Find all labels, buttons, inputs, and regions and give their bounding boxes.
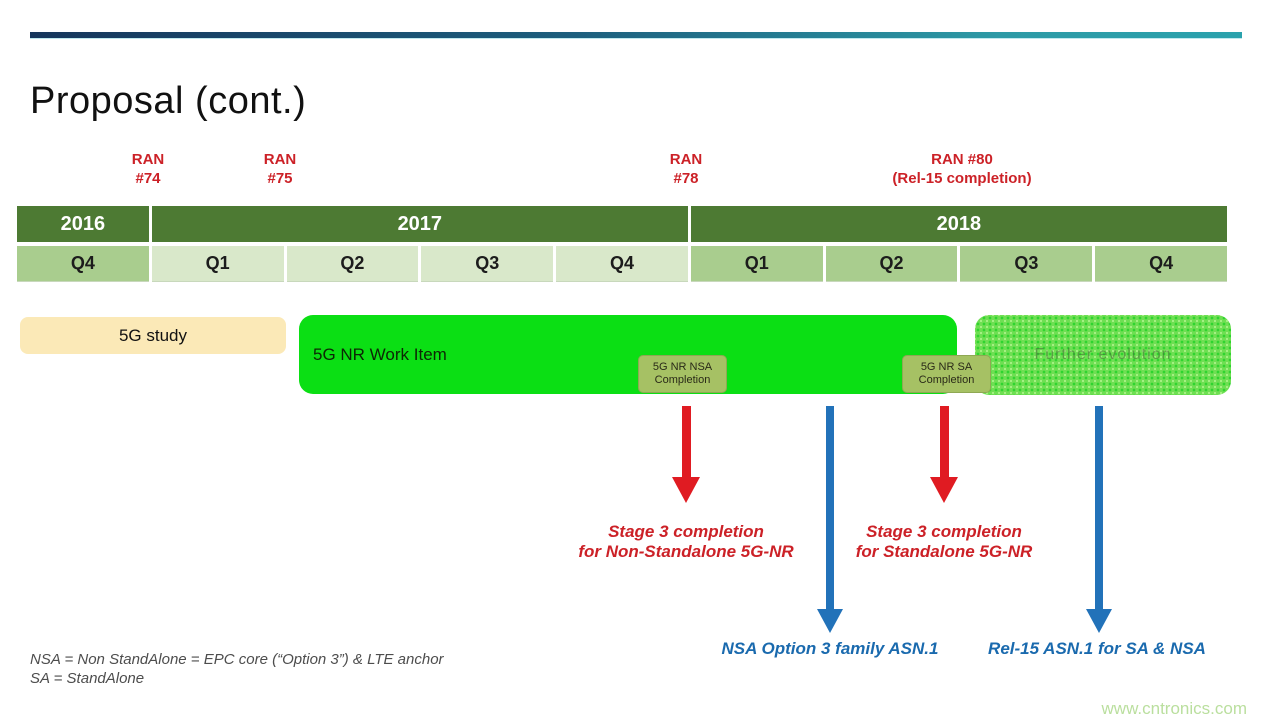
milestone-line1: RAN #80	[931, 151, 993, 168]
arrow-shaft	[939, 406, 949, 477]
quarter-cell: Q2	[286, 246, 419, 282]
annotation-line1: Stage 3 completion	[866, 522, 1022, 541]
sa-completion-line1: 5G NR SA	[920, 361, 973, 373]
red-arrow-sa-stage3	[930, 406, 958, 503]
red-arrow-nsa-stage3	[672, 406, 700, 503]
annotation-stage3-nsa: Stage 3 completion for Non-Standalone 5G…	[536, 522, 836, 562]
further-evolution-bar: Further evolution	[975, 315, 1231, 395]
page-title: Proposal (cont.)	[30, 80, 307, 122]
quarter-cell: Q2	[825, 246, 958, 282]
footnote-line1: NSA = Non StandAlone = EPC core (“Option…	[30, 651, 444, 668]
arrow-head-icon	[817, 609, 843, 633]
milestone-ran74: RAN #74	[38, 150, 258, 188]
year-cell-2016: 2016	[17, 206, 149, 242]
nsa-completion-line1: 5G NR NSA	[652, 361, 713, 373]
milestone-ran80: RAN #80 (Rel-15 completion)	[852, 150, 1072, 188]
quarter-cell: Q3	[421, 246, 554, 282]
quarter-cell: Q3	[960, 246, 1093, 282]
blue-arrow-rel15-asn1	[1085, 406, 1113, 633]
arrow-head-icon	[1086, 609, 1112, 633]
work-item-bar: 5G NR Work Item	[299, 315, 957, 394]
milestone-ran78: RAN #78	[576, 150, 796, 188]
timeline-year-row: 2016 2017 2018	[17, 206, 1227, 242]
quarter-cell: Q4	[1095, 246, 1227, 282]
quarter-cell: Q4	[556, 246, 688, 282]
quarter-cell: Q4	[17, 246, 149, 282]
year-cell-2018: 2018	[690, 206, 1227, 242]
milestone-line2: #75	[267, 170, 293, 187]
arrow-head-icon	[672, 477, 700, 503]
year-cell-2017: 2017	[151, 206, 688, 242]
study-bar: 5G study	[20, 317, 286, 354]
milestone-line1: RAN	[263, 151, 297, 168]
watermark: www.cntronics.com	[1101, 699, 1247, 718]
annotation-nsa-asn1: NSA Option 3 family ASN.1	[721, 639, 939, 658]
arrow-shaft	[826, 406, 834, 609]
annotation-line2: for Standalone 5G-NR	[855, 542, 1033, 561]
nsa-completion-line2: Completion	[654, 374, 711, 386]
top-accent-bar	[30, 32, 1242, 39]
quarter-cell: Q1	[690, 246, 823, 282]
annotation-rel15-asn1: Rel-15 ASN.1 for SA & NSA	[988, 639, 1206, 658]
blue-arrow-nsa-asn1	[816, 406, 844, 633]
arrow-head-icon	[930, 477, 958, 503]
milestone-line2: (Rel-15 completion)	[892, 170, 1032, 187]
milestone-line1: RAN	[131, 151, 165, 168]
milestone-line2: #74	[135, 170, 161, 187]
quarter-cell: Q1	[151, 246, 284, 282]
annotation-stage3-sa: Stage 3 completion for Standalone 5G-NR	[794, 522, 1094, 562]
milestone-line1: RAN	[669, 151, 703, 168]
milestone-ran75: RAN #75	[170, 150, 390, 188]
study-bar-label: 5G study	[118, 325, 188, 345]
footnote-line2: SA = StandAlone	[30, 670, 145, 687]
further-evolution-label: Further evolution	[1034, 346, 1172, 363]
arrow-shaft	[681, 406, 691, 477]
arrow-shaft	[1095, 406, 1103, 609]
sa-completion-line2: Completion	[918, 374, 975, 386]
milestone-line2: #78	[673, 170, 699, 187]
timeline-quarter-row: Q4 Q1 Q2 Q3 Q4 Q1 Q2 Q3 Q4	[17, 246, 1227, 282]
footnote: NSA = Non StandAlone = EPC core (“Option…	[30, 650, 444, 688]
sa-completion-box: 5G NR SA Completion	[902, 355, 991, 393]
annotation-line2: for Non-Standalone 5G-NR	[578, 542, 794, 561]
nsa-completion-box: 5G NR NSA Completion	[638, 355, 727, 393]
work-item-bar-label: 5G NR Work Item	[313, 344, 447, 364]
annotation-line1: Stage 3 completion	[608, 522, 764, 541]
